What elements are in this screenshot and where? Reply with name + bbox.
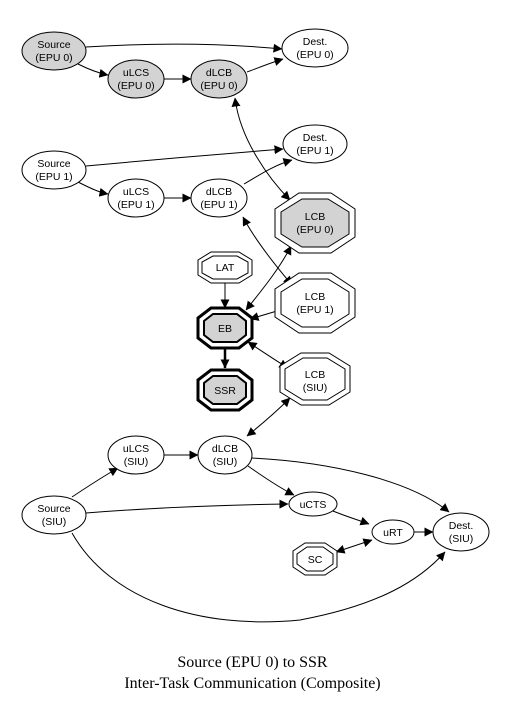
svg-text:LCB(EPU 0): LCB(EPU 0) [296,211,333,236]
edge-eb-lcb-siu [247,341,289,369]
svg-text:Dest.(EPU 1): Dest.(EPU 1) [296,132,333,157]
edge-ucts-to-urt [332,510,370,526]
svg-text:Dest.(SIU): Dest.(SIU) [449,520,474,545]
node-lcb-epu1: LCB(EPU 1) [274,272,356,334]
node-dest-siu: Dest.(SIU) [432,512,490,552]
svg-text:SC: SC [308,554,323,566]
svg-text:uRT: uRT [383,527,403,539]
svg-text:dLCB(EPU 1): dLCB(EPU 1) [200,186,237,211]
node-ulcs-epu1: uLCS(EPU 1) [107,178,165,218]
svg-text:uLCS(EPU 1): uLCS(EPU 1) [117,186,154,211]
caption-title: Source (EPU 0) to SSR [177,654,328,671]
node-lcb-siu: LCB(SIU) [279,352,351,406]
svg-text:SSR: SSR [214,385,236,397]
edge-source-epu0-to-ulcs-epu0 [77,63,109,78]
node-ulcs-epu0: uLCS(EPU 0) [107,59,165,99]
svg-text:dLCB(EPU 0): dLCB(EPU 0) [200,67,237,92]
edge-lcb-epu0-eb [245,245,292,311]
edge-dlcb-epu0-lcb-epu0 [231,97,291,201]
svg-text:uCTS: uCTS [300,499,327,511]
node-lat: LAT [197,251,253,284]
edge-dlcb-siu-to-ucts [247,465,295,496]
svg-text:uLCS(EPU 0): uLCS(EPU 0) [117,67,154,92]
svg-text:LCB(SIU): LCB(SIU) [303,369,328,394]
edge-source-epu1-to-ulcs-epu1 [77,181,109,197]
node-dest-epu0: Dest.(EPU 0) [281,28,349,68]
communication-graph: Source(EPU 0) Dest.(EPU 0) uLCS(EPU 0) d… [21,28,490,623]
node-dest-epu1: Dest.(EPU 1) [282,124,348,164]
node-ucts: uCTS [288,491,338,517]
edge-source-siu-to-ulcs-siu [71,467,119,498]
node-source-siu: Source(SIU) [21,495,87,535]
node-lcb-epu0: LCB(EPU 0) [274,192,356,254]
node-ulcs-siu: uLCS(SIU) [107,435,165,475]
edge-sc-urt [335,538,373,554]
edge-source-epu1-to-dest-epu1 [85,145,284,167]
svg-text:Source(EPU 1): Source(EPU 1) [35,158,72,183]
svg-text:uLCS(SIU): uLCS(SIU) [123,443,149,468]
svg-text:Source(EPU 0): Source(EPU 0) [35,39,72,64]
edge-source-epu0-to-dest-epu0 [85,43,283,53]
svg-text:Dest.(EPU 0): Dest.(EPU 0) [296,36,333,61]
node-urt: uRT [371,519,415,545]
edge-dlcb-epu0-to-dest-epu0 [246,57,284,73]
node-dlcb-epu0: dLCB(EPU 0) [190,59,248,99]
svg-text:EB: EB [218,323,232,335]
node-ssr: SSR [196,368,254,412]
svg-text:LCB(EPU 1): LCB(EPU 1) [296,291,333,316]
node-dlcb-epu1: dLCB(EPU 1) [190,178,248,218]
svg-text:LAT: LAT [216,262,235,274]
svg-text:Source(SIU): Source(SIU) [37,503,70,528]
svg-text:dLCB(SIU): dLCB(SIU) [212,443,238,468]
edge-dlcb-epu1-to-dest-epu1 [243,158,293,185]
edge-lcb-siu-dlcb-siu [246,397,291,437]
node-source-epu0: Source(EPU 0) [21,31,87,71]
edge-source-siu-to-ucts [85,499,289,514]
edge-dlcb-siu-to-dest-siu [251,457,450,513]
node-dlcb-siu: dLCB(SIU) [197,435,253,475]
node-eb: EB [196,306,254,350]
node-source-epu1: Source(EPU 1) [21,150,87,190]
node-sc: SC [292,542,338,576]
caption-subtitle: Inter-Task Communication (Composite) [124,675,381,692]
edge-source-siu-to-dest-siu [71,532,446,623]
edge-lcb-epu1-to-eb [249,310,278,321]
